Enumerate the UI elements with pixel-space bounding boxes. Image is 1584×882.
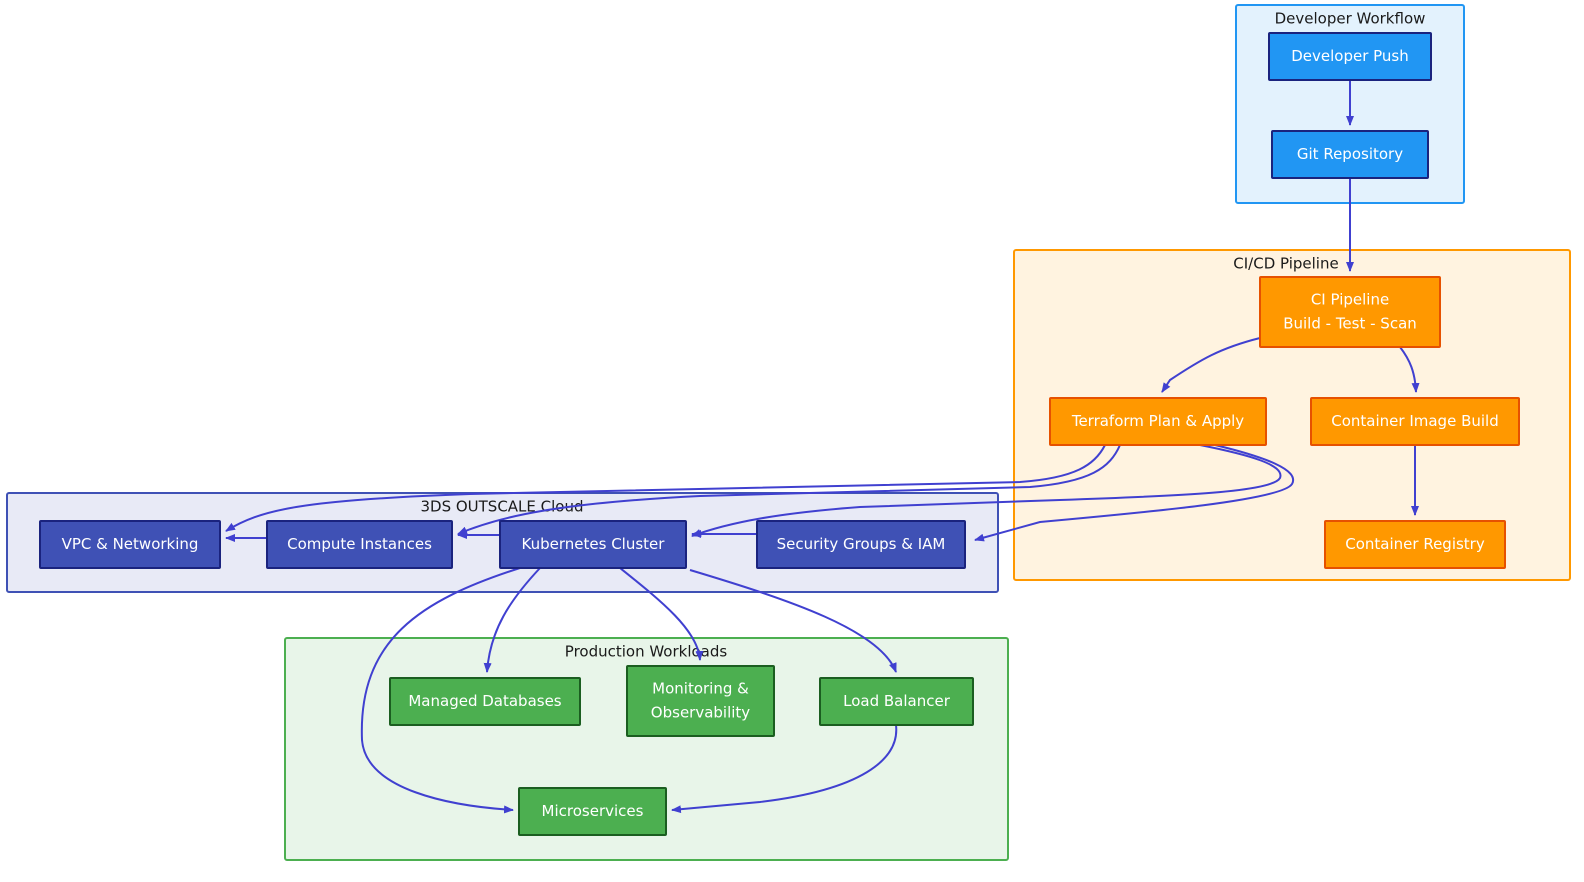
node-box-registry[interactable] xyxy=(1324,520,1506,569)
node-label-vpc: VPC & Networking xyxy=(62,535,199,553)
node-box-git_repo[interactable] xyxy=(1271,130,1429,179)
node-label-microservices: Microservices xyxy=(542,802,644,820)
node-vpc[interactable]: VPC & Networking xyxy=(39,520,221,569)
node-label-k8s: Kubernetes Cluster xyxy=(522,535,666,553)
edge-layer xyxy=(225,80,1420,814)
node-loadbalancer[interactable]: Load Balancer xyxy=(819,677,974,726)
node-label-ci_pipeline-line2: Build - Test - Scan xyxy=(1283,315,1417,333)
node-box-dev_push[interactable] xyxy=(1268,32,1432,81)
edge-ci_pipeline-image_build xyxy=(1399,346,1420,393)
node-registry[interactable]: Container Registry xyxy=(1324,520,1506,569)
edge-terraform-security xyxy=(974,444,1295,542)
node-image_build[interactable]: Container Image Build xyxy=(1310,397,1520,446)
edge-k8s-loadbalancer xyxy=(689,569,897,673)
node-label-monitoring-line1: Monitoring & xyxy=(652,680,749,698)
cluster-title-cicd: CI/CD Pipeline xyxy=(1233,255,1338,273)
node-label-ci_pipeline-line1: CI Pipeline xyxy=(1311,291,1389,309)
node-box-image_build[interactable] xyxy=(1310,397,1520,446)
cluster-title-cloud: 3DS OUTSCALE Cloud xyxy=(420,498,583,516)
node-label-loadbalancer: Load Balancer xyxy=(843,692,951,710)
edge-loadbalancer-microservices xyxy=(671,724,898,814)
node-label-compute: Compute Instances xyxy=(287,535,432,553)
node-label-terraform: Terraform Plan & Apply xyxy=(1071,412,1244,430)
cluster-title-prod: Production Workloads xyxy=(565,643,728,661)
edge-k8s-monitoring xyxy=(619,567,704,661)
node-box-security[interactable] xyxy=(756,520,966,569)
node-label-security: Security Groups & IAM xyxy=(777,535,946,553)
node-git_repo[interactable]: Git Repository xyxy=(1271,130,1429,179)
node-k8s[interactable]: Kubernetes Cluster xyxy=(499,520,687,569)
node-label-git_repo: Git Repository xyxy=(1297,145,1403,163)
node-microservices[interactable]: Microservices xyxy=(518,787,667,836)
node-box-microservices[interactable] xyxy=(518,787,667,836)
node-box-databases[interactable] xyxy=(389,677,581,726)
node-label-databases: Managed Databases xyxy=(408,692,561,710)
node-security[interactable]: Security Groups & IAM xyxy=(756,520,966,569)
node-box-vpc[interactable] xyxy=(39,520,221,569)
node-box-terraform[interactable] xyxy=(1049,397,1267,446)
node-box-k8s[interactable] xyxy=(499,520,687,569)
node-box-monitoring[interactable] xyxy=(626,665,775,737)
node-terraform[interactable]: Terraform Plan & Apply xyxy=(1049,397,1267,446)
node-databases[interactable]: Managed Databases xyxy=(389,677,581,726)
node-compute[interactable]: Compute Instances xyxy=(266,520,453,569)
edge-k8s-microservices xyxy=(360,567,521,814)
cluster-title-dev_workflow: Developer Workflow xyxy=(1275,10,1426,28)
node-monitoring[interactable]: Monitoring & Observability xyxy=(626,665,775,737)
edge-terraform-vpc xyxy=(225,444,1106,532)
node-box-ci_pipeline[interactable] xyxy=(1259,276,1441,348)
node-label-image_build: Container Image Build xyxy=(1331,412,1498,430)
edge-terraform-compute xyxy=(457,444,1121,535)
node-label-dev_push: Developer Push xyxy=(1291,47,1409,65)
node-box-compute[interactable] xyxy=(266,520,453,569)
node-label-registry: Container Registry xyxy=(1345,535,1485,553)
node-label-monitoring-line2: Observability xyxy=(651,704,751,722)
node-box-loadbalancer[interactable] xyxy=(819,677,974,726)
edge-k8s-databases xyxy=(483,567,541,673)
edge-ci_pipeline-terraform xyxy=(1161,337,1261,393)
node-dev_push[interactable]: Developer Push xyxy=(1268,32,1432,81)
edge-terraform-k8s xyxy=(691,444,1282,537)
